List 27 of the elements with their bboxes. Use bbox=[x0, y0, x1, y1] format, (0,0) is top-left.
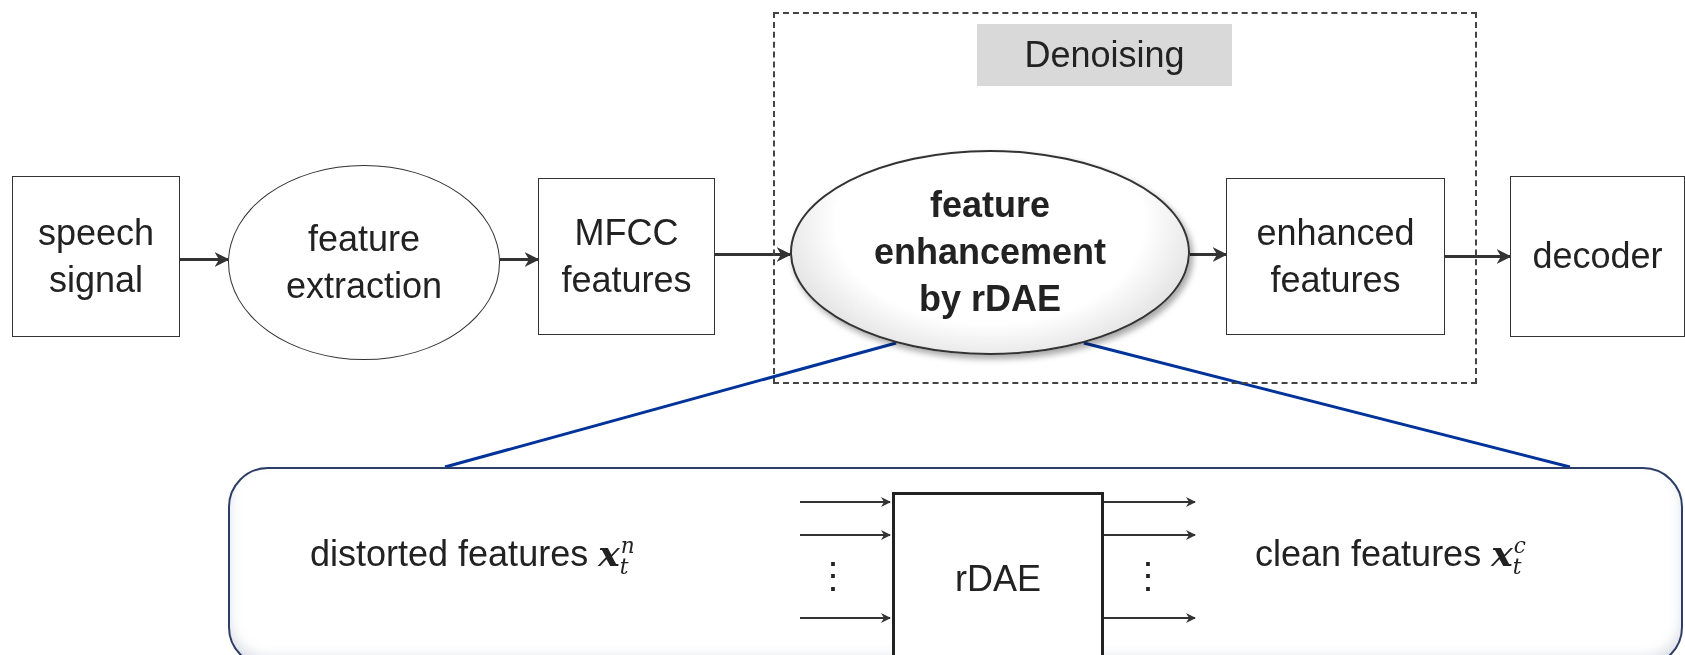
arrow bbox=[715, 247, 792, 262]
node-label: rDAE bbox=[954, 557, 1042, 602]
node-label: enhanced features bbox=[1255, 210, 1416, 302]
arrow bbox=[500, 252, 540, 267]
node-label: feature enhancement by rDAE bbox=[872, 183, 1108, 321]
node-label: decoder bbox=[1531, 234, 1664, 279]
node-label: MFCC features bbox=[560, 210, 693, 302]
process-box bbox=[12, 176, 180, 337]
arrow bbox=[1445, 249, 1512, 264]
ellipsis-mark: ⋮ bbox=[1130, 555, 1166, 597]
process-box bbox=[892, 492, 1104, 655]
arrow bbox=[799, 497, 891, 507]
arrow bbox=[180, 252, 230, 267]
process-box bbox=[1510, 176, 1685, 337]
arrow bbox=[799, 613, 891, 623]
detail-panel bbox=[228, 467, 1683, 655]
process-box bbox=[538, 178, 715, 335]
zoom-line bbox=[444, 341, 897, 469]
group-title: Denoising bbox=[977, 24, 1232, 86]
dashed-group bbox=[773, 12, 1477, 384]
arrow bbox=[799, 530, 891, 540]
process-box bbox=[1226, 178, 1445, 335]
node-label: feature extraction bbox=[284, 216, 444, 308]
node-label: speech signal bbox=[36, 210, 156, 302]
zoom-line bbox=[1083, 341, 1571, 469]
ellipsis-mark: ⋮ bbox=[815, 555, 851, 597]
arrow bbox=[1190, 247, 1228, 262]
